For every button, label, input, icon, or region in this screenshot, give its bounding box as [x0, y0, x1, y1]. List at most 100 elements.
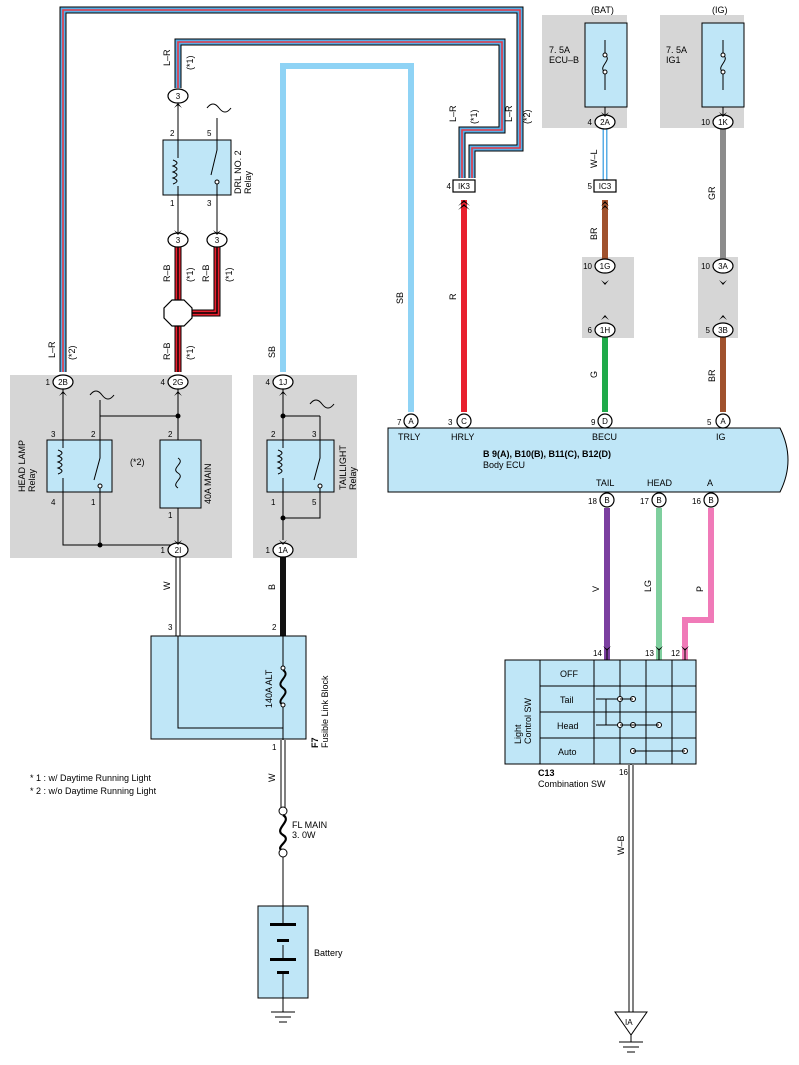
- wire-sb: [280, 63, 414, 412]
- label-wire-gr: GR: [707, 186, 717, 200]
- conn-1j-pin: 4: [266, 378, 271, 387]
- fusible-link-block: [150, 635, 307, 740]
- label-note-2-right: (*2): [522, 109, 532, 124]
- conn-1h-label: 1H: [600, 326, 610, 335]
- label-wire-br-2: BR: [707, 369, 717, 382]
- switch-pos-tail: Tail: [560, 695, 574, 705]
- conn-1j: 1J4: [266, 374, 294, 390]
- conn-2g: 2G 4: [161, 374, 189, 390]
- fuse-ecu-b-name: ECU–B: [549, 55, 579, 65]
- pin-hl-2: 2: [91, 430, 96, 439]
- conn-2i-label: 2I: [175, 546, 182, 555]
- conn-2b: 2B1: [46, 374, 74, 390]
- conn-ecu-b-a-label: B: [708, 496, 713, 505]
- label-wire-w-l: W–L: [589, 149, 599, 168]
- conn-1h-pin: 6: [588, 326, 593, 335]
- headlamp-relay: [46, 439, 113, 493]
- connector-arrows: [59, 103, 727, 651]
- fuse-ig1-rating: 7. 5A: [666, 45, 687, 55]
- fl-main-fuse: [278, 806, 288, 858]
- label-wire-v: V: [591, 586, 601, 592]
- conn-3-drl-1-label: 3: [176, 236, 181, 245]
- pin-tl-1: 1: [271, 498, 276, 507]
- conn-ecu-b-head-label: B: [656, 496, 661, 505]
- fusible-link-name: Fusible Link Block: [320, 675, 330, 748]
- conn-2g-label: 2G: [173, 378, 184, 387]
- conn-1a: 1A1: [266, 542, 294, 558]
- ecu-pin-hrly: HRLY: [451, 432, 474, 442]
- fusible-link-code: F7: [310, 737, 320, 748]
- pin-ecu-9: 9: [591, 418, 596, 427]
- label-wire-l-r-left: L–R: [47, 341, 57, 358]
- conn-ecu-d-label: D: [602, 417, 608, 426]
- ground-symbol-battery: [271, 1011, 295, 1023]
- label-wire-l-r-right: L–R: [504, 105, 514, 122]
- label-wire-g: G: [589, 371, 599, 378]
- label-note-2-hl: (*2): [130, 457, 145, 467]
- conn-3a-label: 3A: [718, 262, 728, 271]
- combination-sw-name: Combination SW: [538, 779, 606, 789]
- label-wire-r-b-2: R–B: [201, 264, 211, 282]
- label-note-1-mid: (*1): [469, 109, 479, 124]
- conn-3b: 3B5: [706, 322, 734, 338]
- conn-ecu-a-label: A: [408, 417, 414, 426]
- conn-3b-pin: 5: [706, 326, 711, 335]
- pin-drl-3: 3: [207, 199, 212, 208]
- conn-3-drl-3-label: 3: [215, 236, 220, 245]
- label-wire-l-r-top: L–R: [162, 49, 172, 66]
- conn-2b-label: 2B: [58, 378, 68, 387]
- switch-pos-off: OFF: [560, 669, 578, 679]
- conn-2g-pin: 4: [161, 378, 166, 387]
- pin-tl-3: 3: [312, 430, 317, 439]
- fusible-link-internals: [177, 636, 287, 740]
- label-note-2-left: (*2): [67, 345, 77, 360]
- label-wire-r-b-3: R–B: [162, 342, 172, 360]
- conn-ecu-b-tail: B: [599, 492, 615, 508]
- ecu-pin-becu: BECU: [592, 432, 617, 442]
- pin-csw-14: 14: [593, 649, 602, 658]
- conn-ecu-c: C: [456, 413, 472, 429]
- legend-note-1: * 1 : w/ Daytime Running Light: [30, 773, 152, 783]
- conn-ecu-b-tail-label: B: [604, 496, 609, 505]
- label-wire-w-2: W: [267, 773, 277, 782]
- label-wire-r: R: [448, 293, 458, 300]
- pin-tl-2: 2: [271, 430, 276, 439]
- conn-1g-pin: 10: [583, 262, 592, 271]
- pin-hl-3: 3: [51, 430, 56, 439]
- pin-csw-12: 12: [671, 649, 680, 658]
- conn-ic3-label: IC3: [599, 182, 612, 191]
- drl-relay-type: Relay: [243, 170, 253, 194]
- taillight-relay: [266, 439, 335, 493]
- pin-main-1: 1: [168, 511, 173, 520]
- ground-label: IA: [625, 1018, 633, 1027]
- ecu-pin-head: HEAD: [647, 478, 673, 488]
- pin-drl-2: 2: [170, 129, 175, 138]
- conn-3-drl-3: 3: [206, 232, 228, 248]
- conn-ecu-b-a: B: [703, 492, 719, 508]
- conn-ecu-a2-label: A: [720, 417, 726, 426]
- fuse-ig1: [701, 22, 745, 108]
- pin-ecu-3: 3: [448, 418, 453, 427]
- conn-3-drl-1: 3: [167, 232, 189, 248]
- conn-1a-label: 1A: [278, 546, 288, 555]
- ecu-pin-a: A: [707, 478, 713, 488]
- label-note-1-rb1: (*1): [185, 267, 195, 282]
- pin-ecu-17: 17: [640, 497, 649, 506]
- fuse-ecu-b-rating: 7. 5A: [549, 45, 570, 55]
- pin-ecu-18: 18: [588, 497, 597, 506]
- pin-drl-5: 5: [207, 129, 212, 138]
- ecu-pin-ig: IG: [716, 432, 726, 442]
- pin-drl-1: 1: [170, 199, 175, 208]
- taillight-relay-internals: [276, 384, 335, 540]
- battery-cells: [270, 906, 296, 998]
- fl-main-rating: 3. 0W: [292, 830, 316, 840]
- ecu-pin-trly: TRLY: [398, 432, 420, 442]
- pin-ecu-5: 5: [707, 418, 712, 427]
- combination-sw-code: C13: [538, 768, 555, 778]
- ecu-pin-tail: TAIL: [596, 478, 614, 488]
